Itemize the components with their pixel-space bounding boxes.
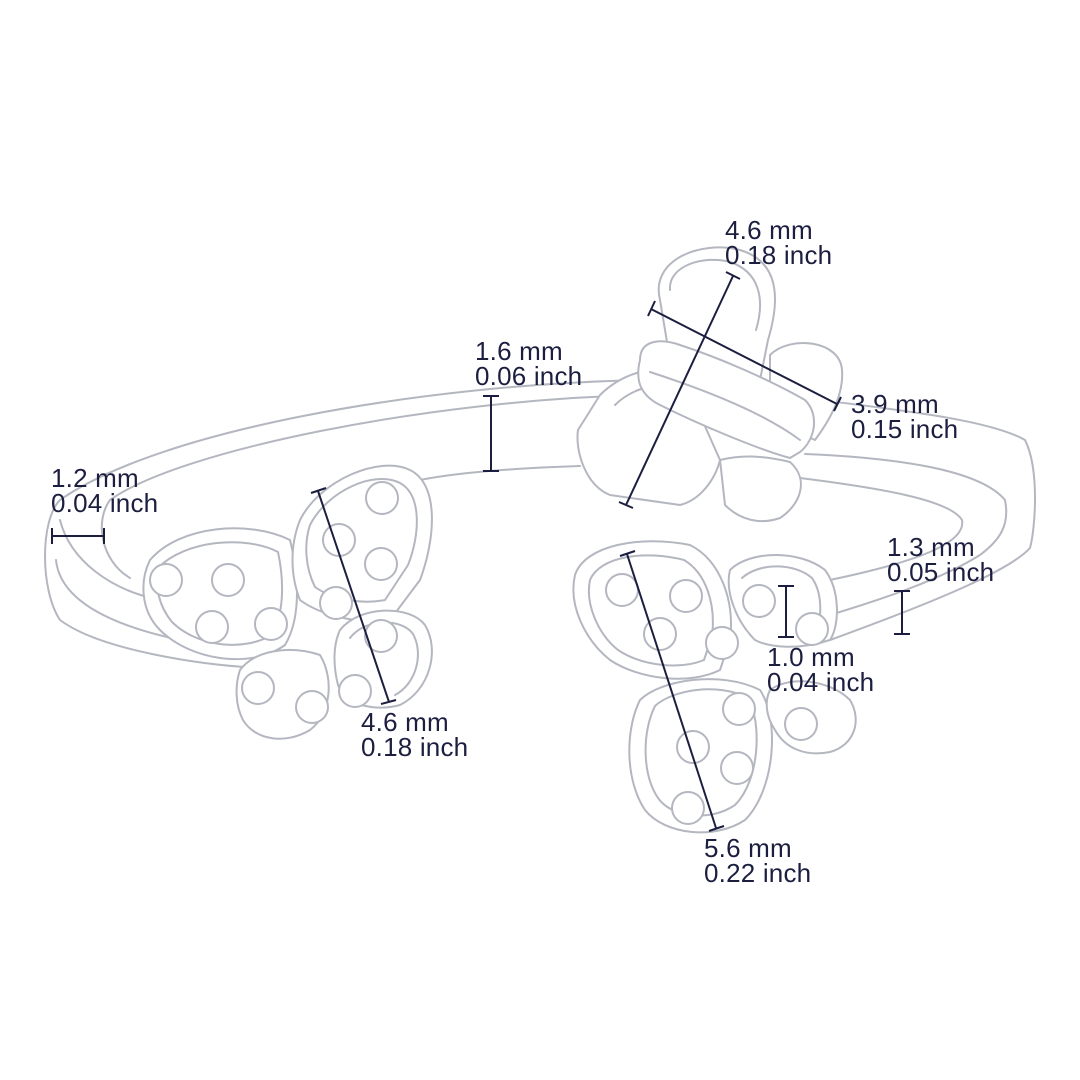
dimension-right-band-height <box>894 590 910 635</box>
label-band-thickness-inch: 0.04 inch <box>51 488 159 518</box>
label-top-flower-width-mm: 3.9 mm <box>851 389 939 419</box>
label-top-flower-width: 3.9 mm 0.15 inch <box>851 389 959 444</box>
label-band-height: 1.6 mm 0.06 inch <box>475 336 583 391</box>
dimension-top-flower-width <box>647 300 842 412</box>
dimension-stone-size <box>778 585 794 638</box>
label-band-height-mm: 1.6 mm <box>475 336 563 366</box>
label-left-butterfly-inch: 0.18 inch <box>361 732 469 762</box>
label-right-band-height: 1.3 mm 0.05 inch <box>887 532 995 587</box>
label-stone-size-mm: 1.0 mm <box>767 642 855 672</box>
dimension-top-flower-length <box>618 271 741 509</box>
dimension-band-thickness <box>51 528 105 544</box>
label-stone-size-inch: 0.04 inch <box>767 667 875 697</box>
label-top-flower-length-mm: 4.6 mm <box>725 215 813 245</box>
label-band-thickness: 1.2 mm 0.04 inch <box>51 463 159 518</box>
label-right-butterfly-inch: 0.22 inch <box>704 858 812 888</box>
label-top-flower-width-inch: 0.15 inch <box>851 414 959 444</box>
label-top-flower-length-inch: 0.18 inch <box>725 240 833 270</box>
label-right-butterfly-mm: 5.6 mm <box>704 833 792 863</box>
top-flower <box>576 246 844 523</box>
left-butterfly <box>142 464 433 740</box>
label-band-height-inch: 0.06 inch <box>475 361 583 391</box>
label-band-thickness-mm: 1.2 mm <box>51 463 139 493</box>
label-stone-size: 1.0 mm 0.04 inch <box>767 642 875 697</box>
dimension-band-height <box>483 395 499 472</box>
right-butterfly <box>572 540 857 834</box>
label-right-band-height-mm: 1.3 mm <box>887 532 975 562</box>
label-right-butterfly: 5.6 mm 0.22 inch <box>704 833 812 888</box>
label-left-butterfly: 4.6 mm 0.18 inch <box>361 707 469 762</box>
label-left-butterfly-mm: 4.6 mm <box>361 707 449 737</box>
label-right-band-height-inch: 0.05 inch <box>887 557 995 587</box>
label-top-flower-length: 4.6 mm 0.18 inch <box>725 215 833 270</box>
dimension-right-butterfly <box>619 550 725 832</box>
dimension-left-butterfly <box>310 487 397 705</box>
